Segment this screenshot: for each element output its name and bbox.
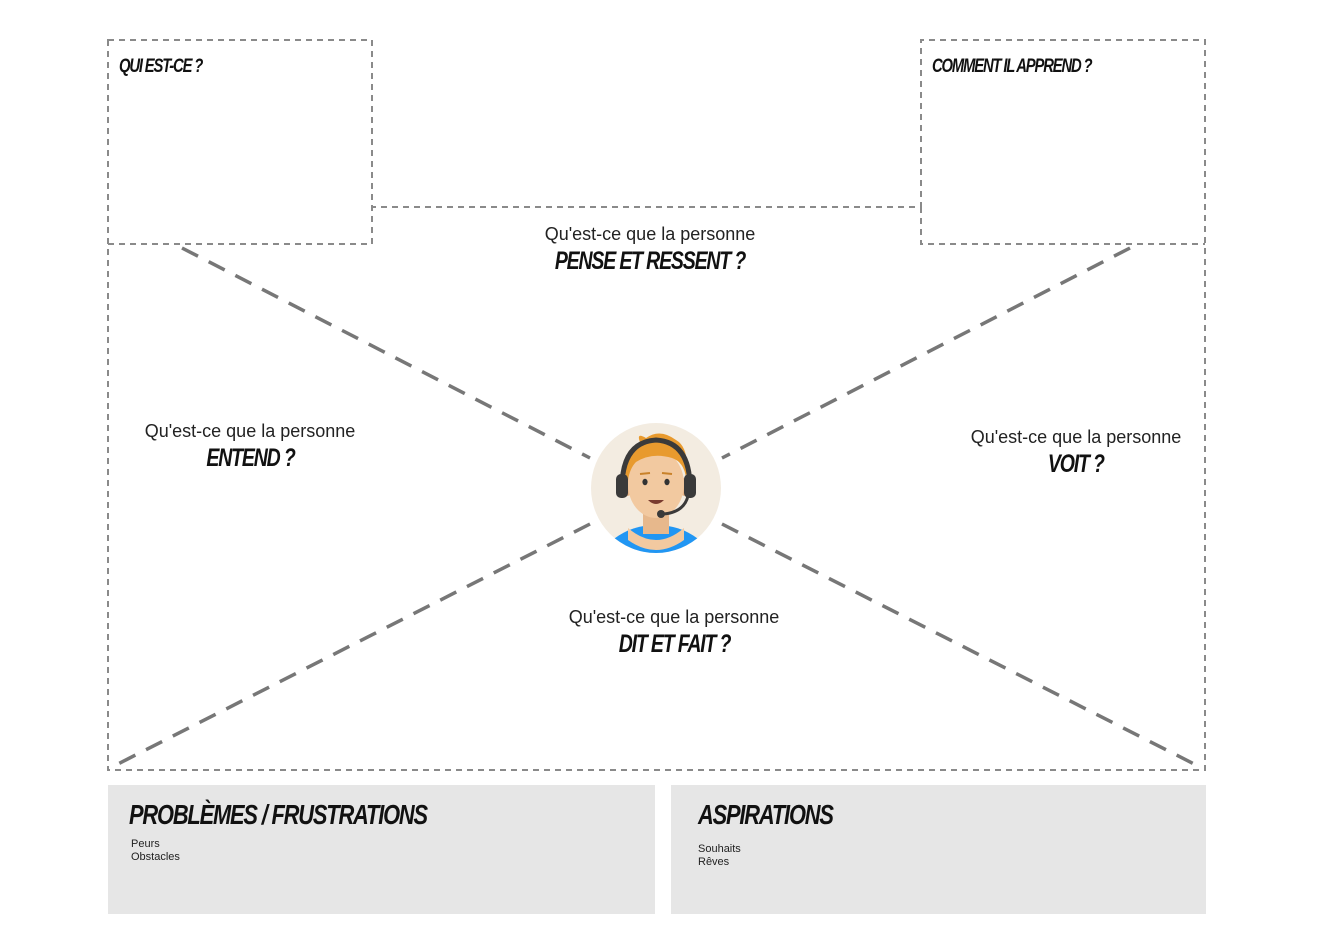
hear-section: Qu'est-ce que la personne ENTEND ?	[100, 421, 400, 473]
map-frame	[107, 39, 1206, 771]
think-section: Qu'est-ce que la personne PENSE ET RESSE…	[500, 224, 800, 276]
list-item: Souhaits	[698, 843, 741, 855]
support-agent-avatar-icon	[591, 423, 721, 553]
aspirations-list: Souhaits Rêves	[698, 843, 741, 869]
diagonal-bottom-left	[109, 522, 591, 770]
who-box-bottom	[108, 207, 373, 245]
learn-box-bottom	[920, 207, 1205, 245]
hear-title: ENTEND ?	[205, 444, 295, 472]
aspirations-panel: ASPIRATIONS Souhaits Rêves	[671, 785, 1206, 914]
say-title: DIT ET FAIT ?	[618, 630, 731, 658]
problems-list: Peurs Obstacles	[131, 838, 180, 864]
see-section: Qu'est-ce que la personne VOIT ?	[926, 427, 1226, 479]
see-title: VOIT ?	[1048, 450, 1105, 478]
diagonal-top-right	[721, 246, 1131, 460]
say-section: Qu'est-ce que la personne DIT ET FAIT ?	[524, 607, 824, 659]
list-item: Peurs	[131, 838, 160, 850]
learn-box-title: COMMENT IL APPREND ?	[932, 56, 1093, 77]
say-prefix: Qu'est-ce que la personne	[568, 607, 780, 627]
see-prefix: Qu'est-ce que la personne	[970, 427, 1182, 447]
who-box-title: QUI EST-CE ?	[119, 56, 203, 77]
hear-prefix: Qu'est-ce que la personne	[144, 421, 356, 441]
diagonal-top-left	[181, 246, 591, 460]
problems-panel: PROBLÈMES / FRUSTRATIONS Peurs Obstacles	[108, 785, 655, 914]
list-item: Rêves	[698, 856, 730, 868]
list-item: Obstacles	[131, 851, 180, 863]
aspirations-title: ASPIRATIONS	[698, 799, 834, 830]
think-prefix: Qu'est-ce que la personne	[544, 224, 756, 244]
think-title: PENSE ET RESSENT ?	[554, 247, 746, 275]
problems-title: PROBLÈMES / FRUSTRATIONS	[129, 799, 428, 830]
